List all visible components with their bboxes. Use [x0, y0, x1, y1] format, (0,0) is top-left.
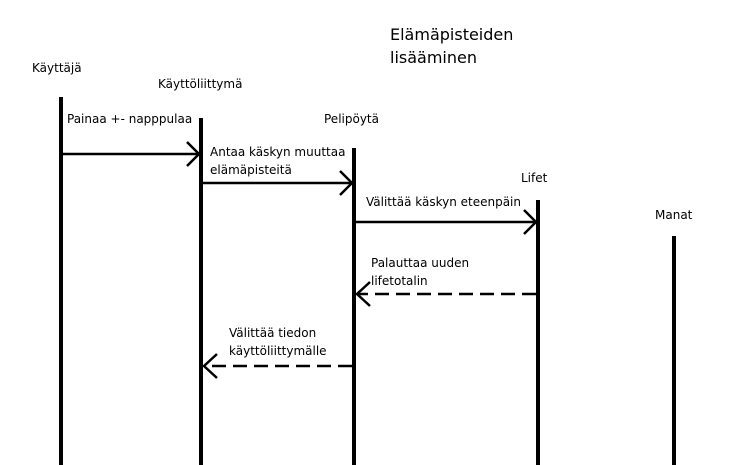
participant-label-lifet: Lifet [521, 171, 548, 185]
diagram-title-line-1: Elämäpisteiden [390, 25, 513, 44]
message-2-arrowhead [339, 170, 354, 196]
message-5-arrowhead [202, 353, 218, 379]
message-2-label-line-1: Antaa käskyn muuttaa [210, 145, 345, 159]
participant-label-manat: Manat [655, 208, 693, 222]
participant-label-kayttoliittyma: Käyttöliittymä [158, 77, 242, 91]
message-5-label-line-2: käyttöliittymälle [229, 344, 327, 358]
message-3-label: Välittää käskyn eteenpäin [366, 195, 521, 209]
message-1-label: Painaa +- napppulaa [67, 112, 192, 126]
message-5-label-line-1: Välittää tiedon [229, 326, 316, 340]
message-4-label-line-1: Palauttaa uuden [371, 256, 469, 270]
message-3-arrowhead [523, 209, 538, 235]
message-4-arrowhead [355, 281, 371, 307]
diagram-title-line-2: lisääminen [390, 48, 477, 67]
participant-label-kayttaja: Käyttäjä [32, 61, 82, 75]
message-4-label-line-2: lifetotalin [371, 274, 428, 288]
message-2-label-line-2: elämäpisteitä [210, 163, 292, 177]
participant-label-pelipoyta: Pelipöytä [324, 112, 379, 126]
message-1-arrowhead [186, 141, 201, 167]
